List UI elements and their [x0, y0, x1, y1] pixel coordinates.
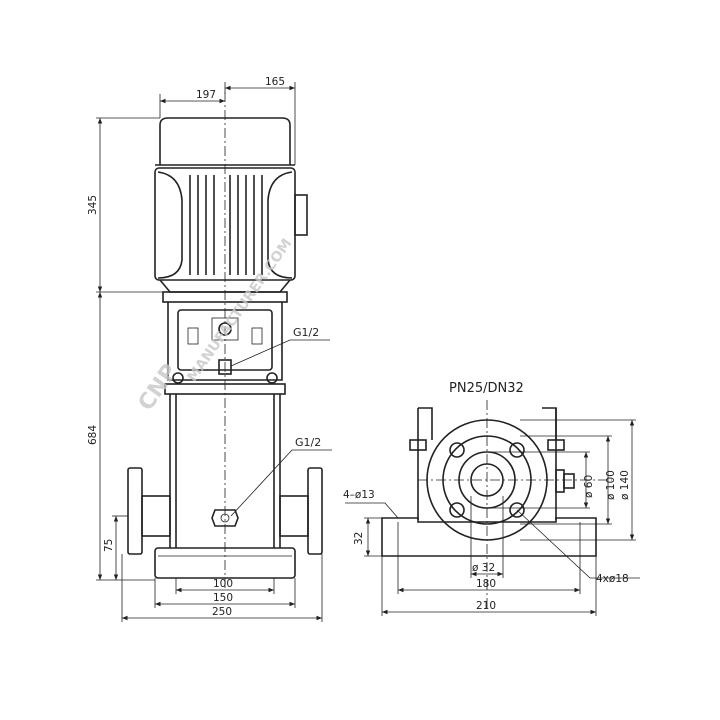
- port-upper-label: G1/2: [293, 326, 319, 339]
- dim-base-mid: 150: [213, 592, 233, 604]
- dim-base-inner: 100: [213, 578, 233, 590]
- inlet-outlet-flanges: [127, 467, 323, 555]
- bolt-hole: [509, 442, 525, 458]
- side-dimensions: [345, 419, 640, 616]
- dim-inlet-height: 75: [103, 539, 115, 552]
- front-view: 197 165 345 684 75 100 150 250 G1/2 G1/2: [87, 76, 332, 622]
- dim-210: 210: [476, 600, 496, 612]
- pump-base: [154, 547, 296, 579]
- dim-holes-flange: 4xø18: [596, 573, 629, 585]
- bolt-hole: [449, 502, 465, 518]
- dim-holes-base: 4–ø13: [343, 489, 375, 501]
- bolt-hole: [509, 502, 525, 518]
- dim-d60: ø 60: [583, 475, 595, 498]
- dim-base-outer: 250: [212, 606, 232, 618]
- side-view: PN25/DN32 ø 60 ø 100 ø 140 4–ø13 32 ø 32…: [343, 381, 640, 616]
- dim-pump-height: 684: [87, 425, 99, 445]
- dim-motor-left: 197: [196, 89, 216, 101]
- motor: [154, 117, 308, 293]
- flange: [418, 400, 612, 610]
- dim-d100: ø 100: [605, 470, 617, 500]
- flange-spec-label: PN25/DN32: [449, 381, 524, 396]
- bolt-hole: [449, 442, 465, 458]
- dim-motor-height: 345: [87, 195, 99, 215]
- dim-d140: ø 140: [619, 470, 631, 500]
- dim-180: 180: [476, 578, 496, 590]
- front-dimensions: [96, 82, 332, 622]
- dim-motor-right: 165: [265, 76, 285, 88]
- port-lower-label: G1/2: [295, 436, 321, 449]
- flange-bracket: [409, 407, 565, 520]
- dim-base-height: 32: [353, 532, 365, 545]
- side-base: [381, 517, 597, 557]
- dim-d32: ø 32: [472, 562, 495, 574]
